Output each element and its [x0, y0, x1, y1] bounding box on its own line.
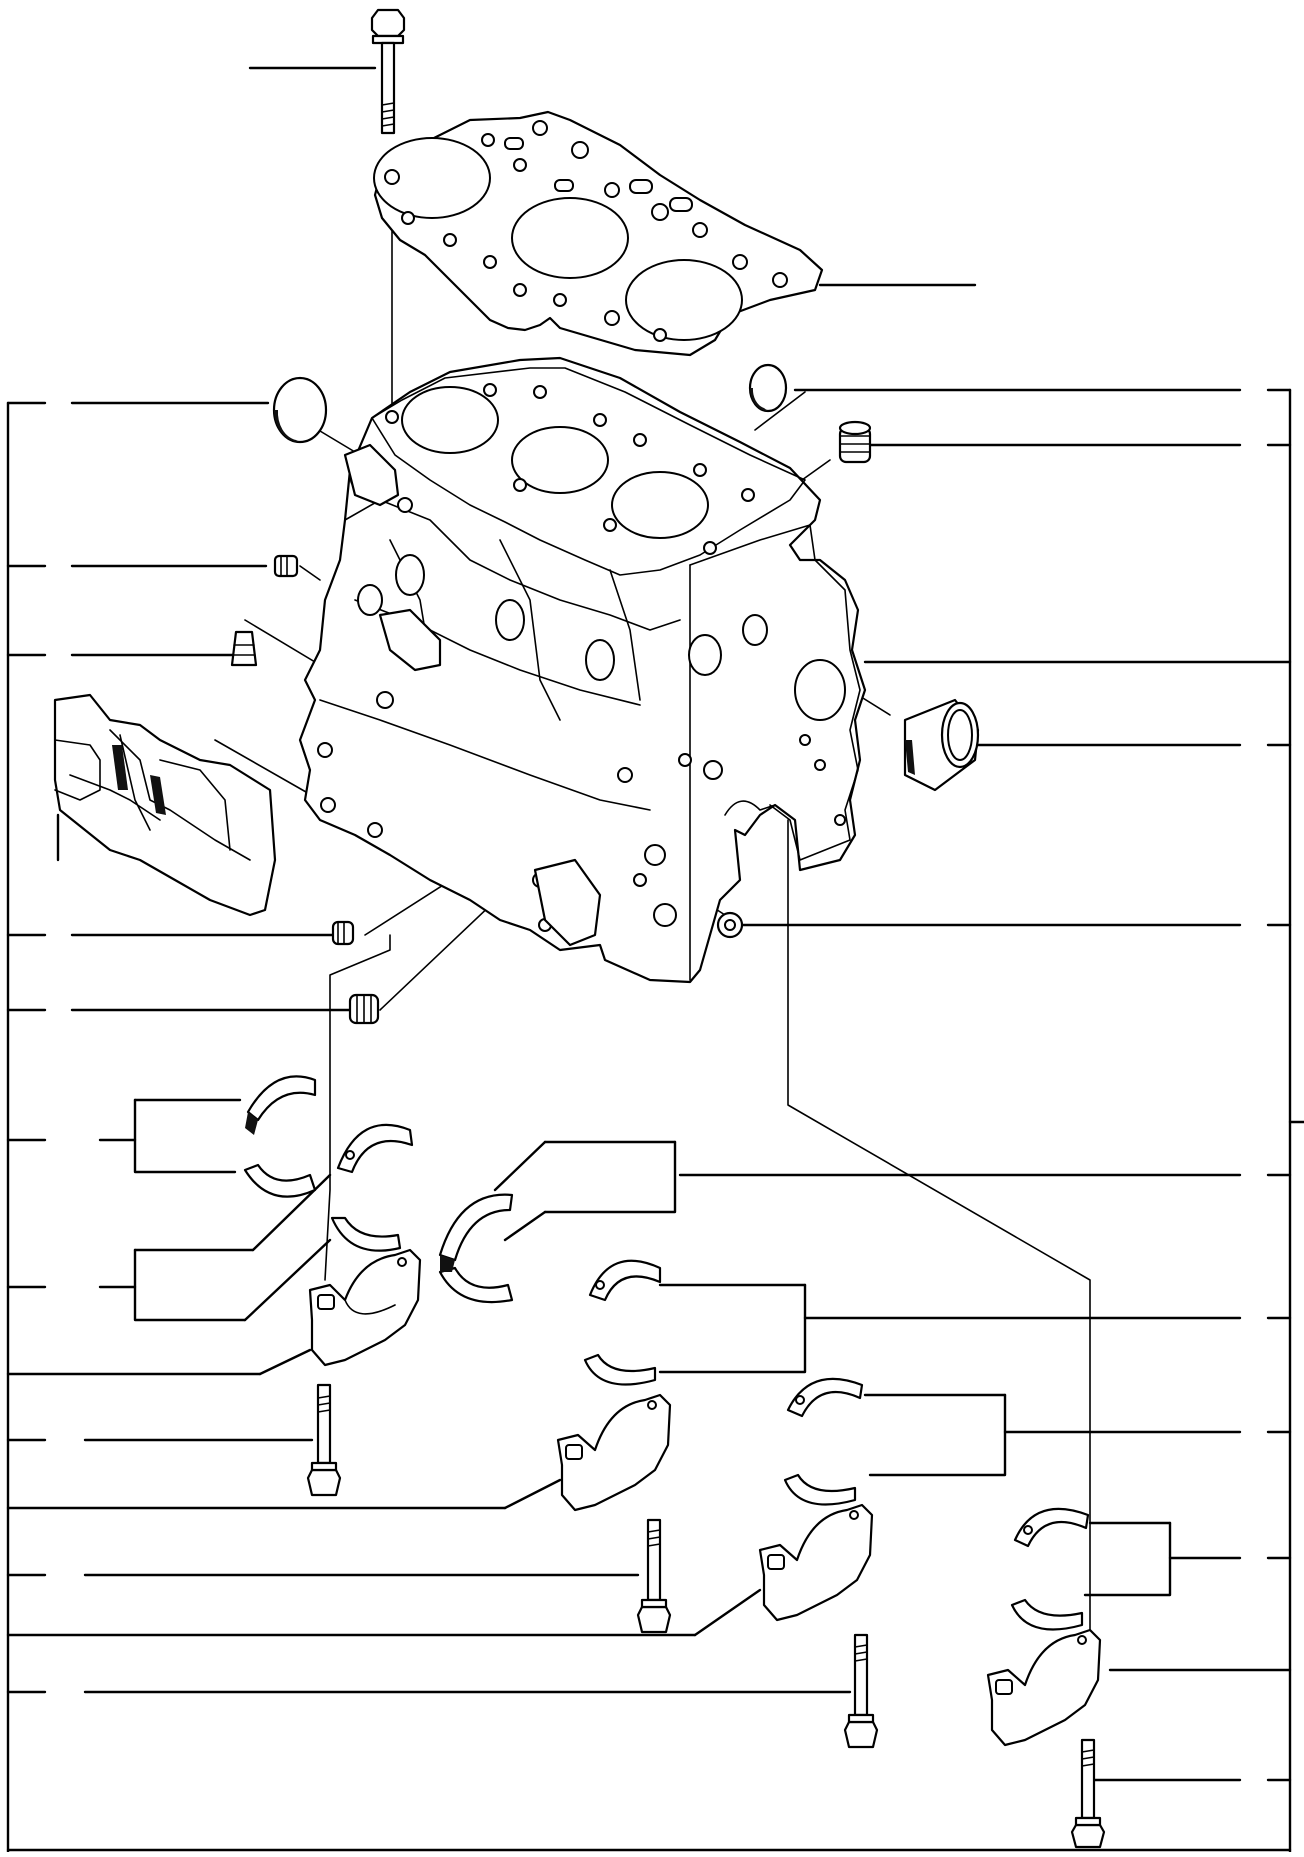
expansion-plug-right — [748, 363, 788, 413]
main-bearing-cap-3 — [758, 1503, 874, 1622]
small-plug-b — [716, 911, 744, 939]
main-bearing-cap-4 — [986, 1628, 1102, 1747]
right-leader-lines — [493, 283, 1304, 1854]
bearing-shell-4 — [1010, 1507, 1090, 1631]
main-bearing-cap-bolt-4 — [1070, 1738, 1106, 1849]
water-jacket-plug — [348, 993, 380, 1025]
main-bearing-cap-bolt-2 — [636, 1518, 672, 1634]
tapered-plug — [230, 630, 258, 667]
bearing-shell-3 — [783, 1377, 864, 1506]
left-leader-lines — [6, 66, 1292, 1854]
main-bearing-cap-2 — [556, 1393, 672, 1512]
main-bearing-cap-bolt-1 — [306, 1383, 342, 1497]
cylinder-head-gasket — [373, 110, 824, 357]
bushing — [903, 698, 980, 792]
side-cover — [53, 693, 277, 917]
cylinder-block — [298, 356, 867, 984]
thrust-washer-lower-pair — [438, 1193, 514, 1304]
threaded-plug — [838, 420, 872, 464]
oil-gallery-plug — [273, 554, 299, 578]
thrust-washer-upper-pair — [243, 1075, 317, 1198]
main-bearing-cap-bolt-3 — [843, 1633, 879, 1749]
bearing-shell-2 — [583, 1259, 662, 1386]
main-bearing-cap-1 — [308, 1248, 422, 1367]
expansion-plug-left — [272, 376, 328, 444]
bearing-shell-1 — [330, 1123, 414, 1252]
head-bolt — [370, 8, 406, 135]
small-plug-a — [331, 920, 355, 946]
